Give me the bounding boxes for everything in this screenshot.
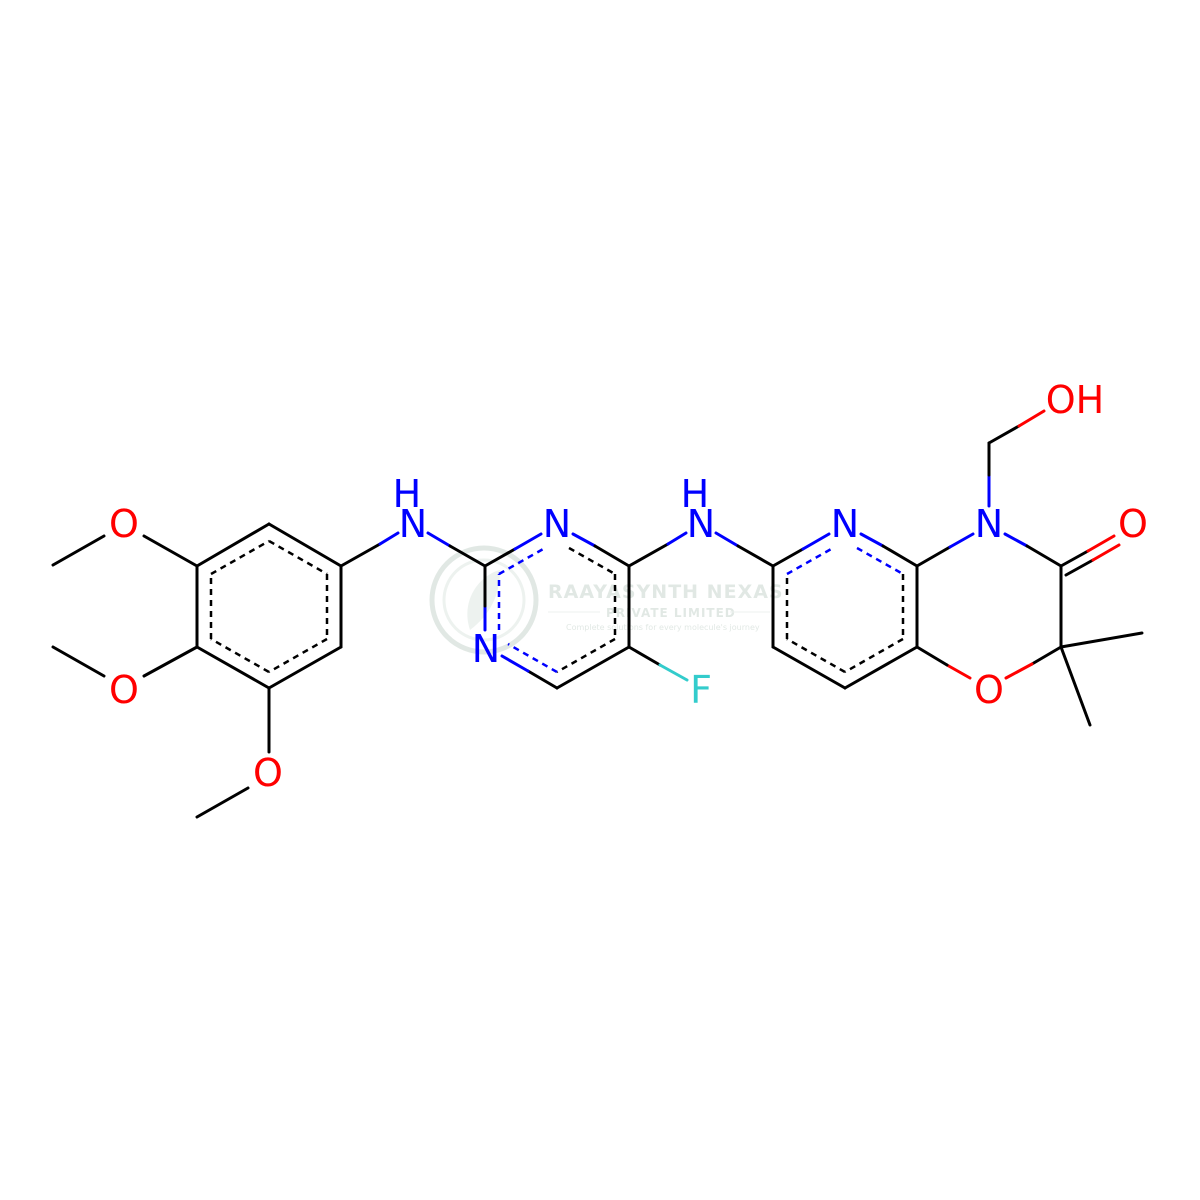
atom-n-pyrimidine-bottom: N — [472, 627, 500, 671]
atom-f: F — [690, 668, 712, 712]
bond-methyl-2 — [1059, 645, 1092, 727]
bond-o-c-top — [142, 534, 199, 568]
atom-o-methoxy-mid: O — [109, 668, 139, 712]
atom-nh-right-h: H — [681, 472, 710, 516]
pyrimidine-aromatic-4 — [556, 637, 616, 674]
bond-carbonyl-1 — [1059, 549, 1090, 568]
pyrimidine-bond-c6-n1 — [526, 669, 559, 690]
bond-o-ch3-bottom — [195, 786, 250, 819]
pyrimidine-bond-c2-n3-n — [513, 532, 543, 551]
atom-n-pyridine: N — [831, 502, 859, 546]
watermark-subtitle: PRIVATE LIMITED — [606, 606, 736, 620]
bond-carbonyl-1-o — [1086, 534, 1116, 553]
bond-ch2-oh-o — [1017, 409, 1046, 428]
pyrimidine-bond-c5-c6 — [555, 645, 631, 690]
pyrimidine-bond-c6-n1-n — [500, 654, 530, 673]
bond-c-nh-right-n — [666, 531, 688, 546]
atom-o-methoxy-top: O — [109, 502, 139, 546]
bond-lines — [51, 409, 1144, 819]
aromatic-dashed-bonds — [209, 539, 905, 674]
bond-ch3-o-top — [51, 534, 106, 567]
atom-nh-left-h: H — [393, 472, 422, 516]
pyrimidine-bond-c2-n3 — [483, 547, 517, 568]
bond-c-nh-left-n — [378, 531, 400, 546]
atom-nh-left-n: N — [399, 502, 427, 546]
watermark-tagline: Complete solutions for every molecule's … — [566, 623, 760, 632]
pyridine-bond-2 — [881, 544, 919, 568]
ring-a-aromatic-3 — [268, 637, 328, 674]
bond-c-nh-right — [627, 542, 670, 568]
ring-a-aromatic-4 — [210, 637, 270, 674]
atom-nh-right-n: N — [687, 502, 715, 546]
atom-o-methoxy-bottom: O — [253, 751, 283, 795]
oxazine-bond-c-n-n — [948, 532, 975, 549]
bond-carbonyl-2-o — [1091, 543, 1121, 562]
bond-methyl-1 — [1059, 631, 1144, 649]
bond-o-c-mid — [142, 645, 199, 678]
pyridine-aromatic-5 — [786, 637, 846, 674]
ring-a-bond-1 — [267, 522, 343, 568]
bond-nh-right-c — [714, 531, 740, 548]
pyridine-aromatic-1 — [786, 546, 834, 576]
ring-a-bond-3 — [267, 645, 343, 690]
oxazine-bond-c-n — [915, 545, 952, 568]
bond-nh-right-c2 — [736, 544, 775, 568]
bond-c-nh-left — [339, 542, 382, 568]
pyridine-bond-5 — [771, 645, 847, 690]
ring-a-aromatic-6 — [210, 539, 270, 576]
bond-ch2-oh — [987, 424, 1021, 445]
bond-c-f-f — [658, 663, 689, 682]
atom-nh-left: H N — [393, 472, 434, 546]
watermark-logo-ring — [429, 545, 539, 655]
oxazine-bond-n-co-n — [1003, 532, 1029, 548]
bond-nh-left-c2 — [448, 544, 487, 568]
watermark-company: RAAYASYNTH NEXAS — [548, 581, 784, 603]
pyrimidine-aromatic-5 — [507, 642, 558, 674]
oxazine-bond-o-c — [915, 645, 949, 667]
pyrimidine-aromatic-2 — [568, 546, 616, 576]
atom-oh: OH — [1046, 378, 1104, 422]
bond-ch3-o-mid — [51, 645, 106, 678]
atom-labels: O O O H N H N N N F N N O O OH — [109, 378, 1148, 795]
pyridine-bond-1 — [771, 547, 805, 568]
atom-n-pyrimidine-top: N — [543, 502, 571, 546]
ring-a-aromatic-1 — [268, 539, 328, 576]
ring-a-bond-6 — [195, 522, 271, 568]
atom-o-carbonyl: O — [1118, 502, 1148, 546]
pyrimidine-bond-n3-c4 — [593, 544, 631, 568]
oxazine-bond-o-c-o — [945, 663, 972, 680]
oxazine-bond-cme2-o-o — [1004, 662, 1034, 680]
atom-o-ring: O — [974, 668, 1004, 712]
pyridine-bond-2-n — [859, 532, 885, 548]
pyridine-aromatic-2 — [856, 546, 904, 576]
bond-carbonyl-2 — [1064, 558, 1095, 577]
watermark-logo-inner — [442, 558, 526, 642]
pyridine-aromatic-4 — [844, 637, 904, 674]
oxazine-bond-n-co — [1025, 544, 1063, 568]
oxazine-bond-cme2-o — [1030, 645, 1063, 666]
pyridine-bond-4 — [843, 645, 919, 690]
company-watermark: RAAYASYNTH NEXAS PRIVATE LIMITED Complet… — [429, 545, 784, 655]
bond-c-f — [627, 645, 662, 667]
pyridine-bond-1-n — [801, 532, 831, 551]
atom-nh-right: H N — [681, 472, 722, 546]
ring-a-bond-4 — [195, 645, 271, 690]
atom-n-lactam: N — [975, 502, 1003, 546]
pyrimidine-aromatic-1 — [498, 546, 546, 576]
bond-nh-left-c — [426, 531, 452, 548]
pyrimidine-bond-n3-c4-n — [571, 532, 597, 548]
